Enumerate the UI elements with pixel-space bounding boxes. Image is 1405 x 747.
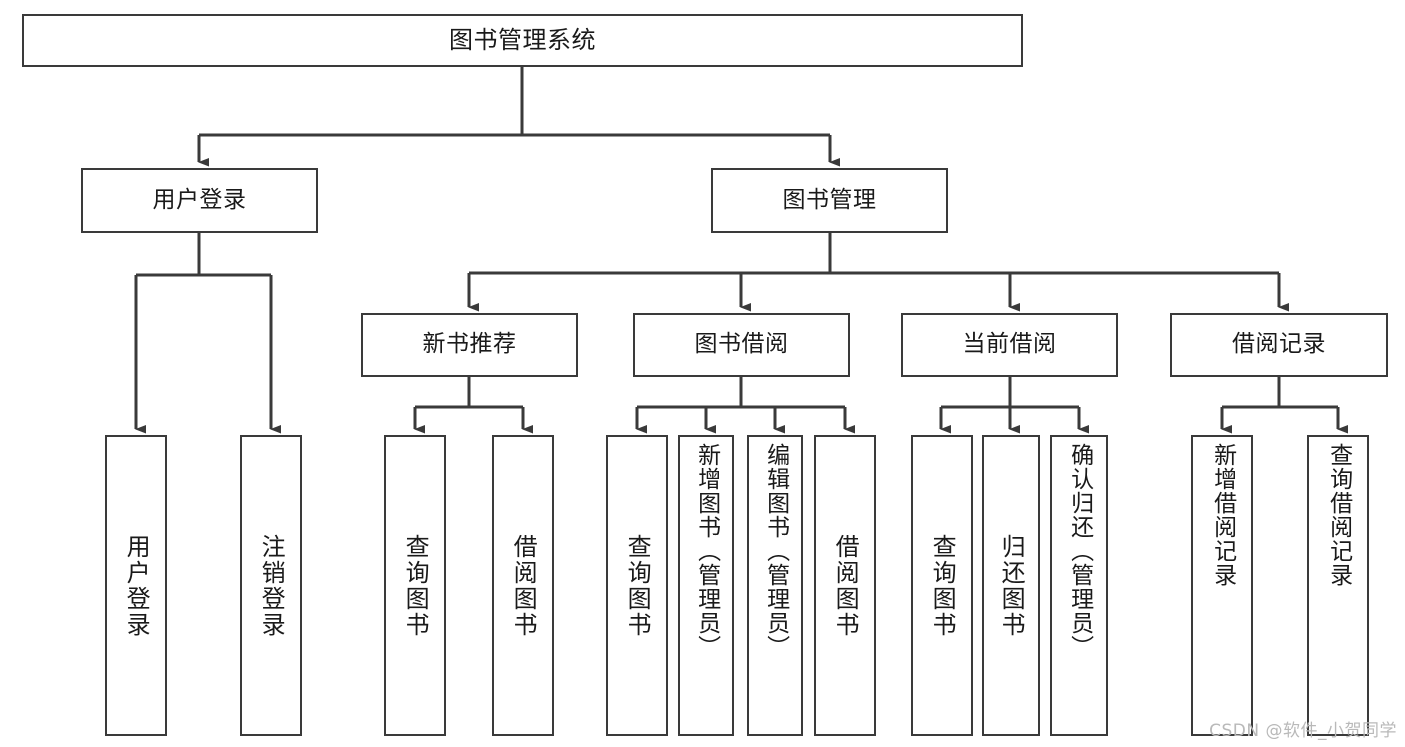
node-leaf-return-book[interactable]: 归还图书 [982, 435, 1040, 736]
node-label: 用户登录 [122, 533, 151, 638]
node-label: 查询图书 [928, 533, 957, 638]
node-borrow-record[interactable]: 借阅记录 [1170, 313, 1388, 377]
node-book-borrow[interactable]: 图书借阅 [633, 313, 850, 377]
node-label: 归还图书 [997, 533, 1026, 638]
node-label: 用户登录 [152, 186, 247, 213]
node-leaf-query-borrow-record[interactable]: 查询借阅记录 [1307, 435, 1369, 736]
node-label: 确认归还（管理员） [1066, 443, 1093, 659]
node-label: 借阅图书 [831, 533, 860, 638]
node-label: 编辑图书（管理员） [762, 443, 789, 659]
csdn-watermark: CSDN @软件_小贺同学 [1209, 721, 1397, 741]
node-label: 当前借阅 [962, 331, 1057, 358]
node-leaf-query-book-2[interactable]: 查询图书 [606, 435, 668, 736]
node-leaf-borrow-book-2[interactable]: 借阅图书 [814, 435, 876, 736]
node-label: 借阅记录 [1232, 331, 1326, 358]
node-leaf-borrow-book-1[interactable]: 借阅图书 [492, 435, 554, 736]
node-book-manage[interactable]: 图书管理 [711, 168, 948, 233]
node-root-system[interactable]: 图书管理系统 [22, 14, 1023, 67]
node-label: 图书借阅 [694, 331, 789, 358]
node-new-book-recommend[interactable]: 新书推荐 [361, 313, 578, 377]
node-leaf-add-book[interactable]: 新增图书（管理员） [678, 435, 734, 736]
node-label: 新书推荐 [422, 331, 517, 358]
node-label: 图书管理系统 [449, 26, 596, 55]
node-user-login[interactable]: 用户登录 [81, 168, 318, 233]
node-label: 查询图书 [623, 533, 652, 638]
node-leaf-user-login[interactable]: 用户登录 [105, 435, 167, 736]
node-label: 注销登录 [257, 533, 286, 638]
node-label: 查询图书 [401, 533, 430, 638]
node-label: 图书管理 [782, 186, 877, 213]
node-label: 新增图书（管理员） [693, 443, 720, 659]
node-label: 新增借阅记录 [1209, 443, 1236, 587]
node-leaf-query-book-1[interactable]: 查询图书 [384, 435, 446, 736]
node-current-borrow[interactable]: 当前借阅 [901, 313, 1118, 377]
node-leaf-query-book-3[interactable]: 查询图书 [911, 435, 973, 736]
node-label: 借阅图书 [509, 533, 538, 638]
node-label: 查询借阅记录 [1325, 443, 1352, 587]
node-leaf-logout[interactable]: 注销登录 [240, 435, 302, 736]
node-leaf-edit-book[interactable]: 编辑图书（管理员） [747, 435, 803, 736]
node-leaf-confirm-return[interactable]: 确认归还（管理员） [1050, 435, 1108, 736]
node-leaf-add-borrow-record[interactable]: 新增借阅记录 [1191, 435, 1253, 736]
